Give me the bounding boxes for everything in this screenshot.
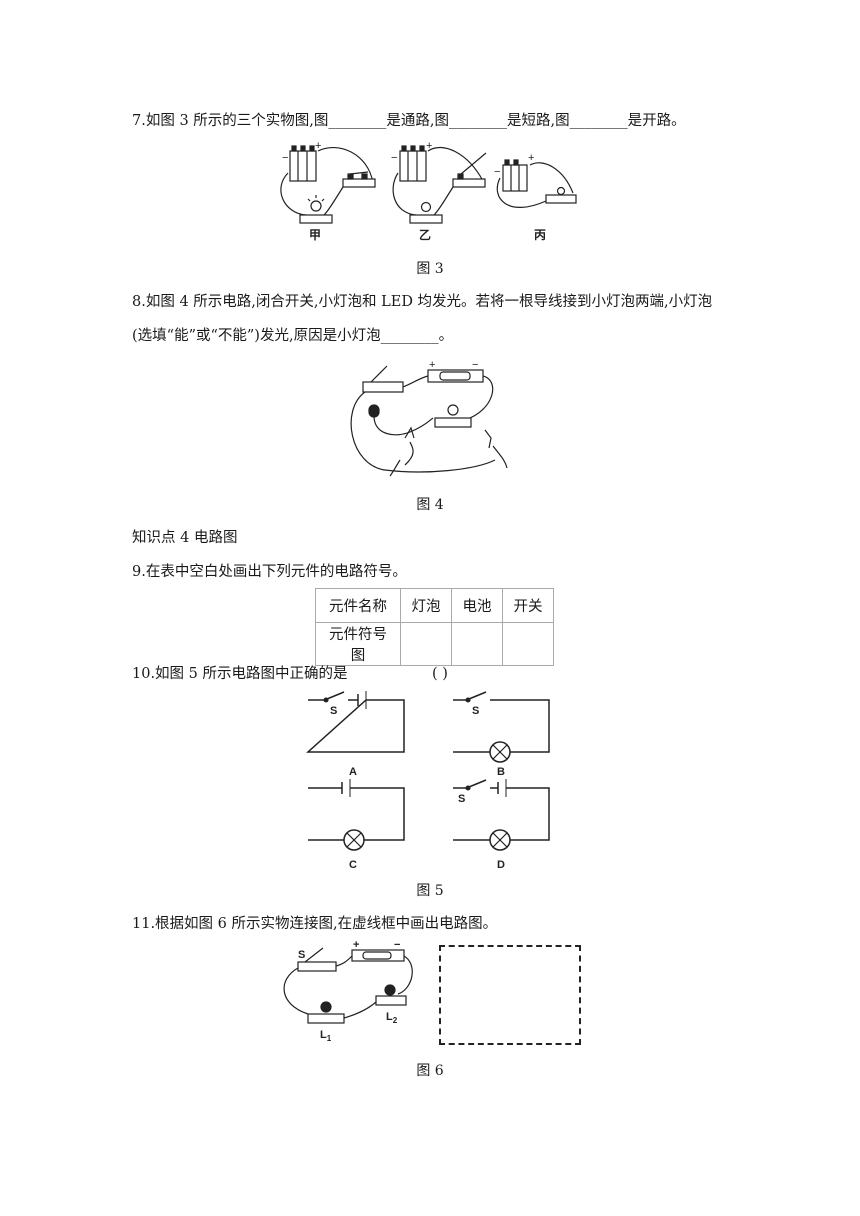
- label-d: D: [497, 859, 505, 871]
- svg-text:−: −: [494, 166, 500, 178]
- caption-fig3: 图 3: [416, 261, 444, 277]
- question-9: 9.在表中空白处画出下列元件的电路符号。: [132, 564, 407, 580]
- table-header-label: 元件名称: [315, 588, 401, 623]
- svg-text:−: −: [282, 152, 288, 164]
- drawing-answer-box[interactable]: [439, 945, 581, 1045]
- label-b: B: [497, 766, 505, 778]
- diagram-a: [306, 691, 405, 753]
- switch-label-b: S: [472, 705, 479, 717]
- caption-fig5: 图 5: [416, 883, 444, 899]
- figure-4: +−: [350, 359, 508, 477]
- fig6-lamp1-label: L1: [320, 1029, 332, 1043]
- svg-text:−: −: [472, 359, 478, 371]
- label-a: A: [349, 766, 357, 778]
- fig6-minus-sign: −: [394, 939, 400, 951]
- switch-label-d: S: [458, 793, 465, 805]
- diagram-b: [453, 691, 550, 763]
- question-7: 7.如图 3 所示的三个实物图,图________是通路,图________是短…: [132, 113, 686, 129]
- table-item-switch: 开关: [502, 588, 554, 623]
- fig6-lamp2-label: L2: [386, 1011, 398, 1025]
- svg-text:+: +: [429, 359, 435, 371]
- answer-blank-q10: ( ): [432, 666, 448, 682]
- question-11: 11.根据如图 6 所示实物连接图,在虚线框中画出电路图。: [132, 916, 498, 932]
- svg-text:−: −: [391, 152, 397, 164]
- table-item-bulb: 灯泡: [400, 588, 452, 623]
- label-bing: 丙: [534, 228, 546, 242]
- fig6-plus-sign: +: [353, 939, 359, 951]
- figure-3: − + − + − + 甲 乙 丙: [280, 140, 577, 242]
- section-title: 知识点 4 电路图: [132, 530, 238, 546]
- figure-5: S S S A B C D: [306, 691, 550, 871]
- question-8-line1: 8.如图 4 所示电路,闭合开关,小灯泡和 LED 均发光。若将一根导线接到小灯…: [132, 294, 713, 310]
- table-row-symbols: 元件符号图: [315, 622, 554, 666]
- label-jia: 甲: [309, 228, 321, 242]
- diagram-d: [453, 779, 550, 851]
- caption-fig6: 图 6: [416, 1063, 444, 1079]
- figure-6: S + − L1 L2: [283, 939, 413, 1043]
- symbol-cell-battery[interactable]: [451, 622, 503, 666]
- question-8-line2: (选填“能”或“不能”)发光,原因是小灯泡________。: [132, 328, 454, 344]
- symbol-cell-bulb[interactable]: [400, 622, 452, 666]
- table-row-label: 元件符号图: [315, 622, 401, 666]
- fig6-switch-label: S: [298, 949, 305, 961]
- table-item-battery: 电池: [451, 588, 503, 623]
- switch-label-a: S: [330, 705, 337, 717]
- caption-fig4: 图 4: [416, 497, 444, 513]
- symbol-cell-switch[interactable]: [502, 622, 554, 666]
- svg-text:+: +: [315, 140, 321, 152]
- circuit-yi: [392, 145, 487, 224]
- diagram-c: [308, 779, 405, 851]
- table-row-header: 元件名称 灯泡 电池 开关: [315, 588, 554, 623]
- symbol-table: 元件名称 灯泡 电池 开关 元件符号图: [315, 588, 554, 666]
- question-10: 10.如图 5 所示电路图中正确的是: [132, 666, 348, 682]
- circuit-bing: [496, 159, 577, 208]
- label-c: C: [349, 859, 357, 871]
- circuit-jia: [280, 145, 376, 224]
- svg-text:+: +: [426, 140, 432, 152]
- label-yi: 乙: [419, 228, 431, 242]
- svg-text:+: +: [528, 152, 534, 164]
